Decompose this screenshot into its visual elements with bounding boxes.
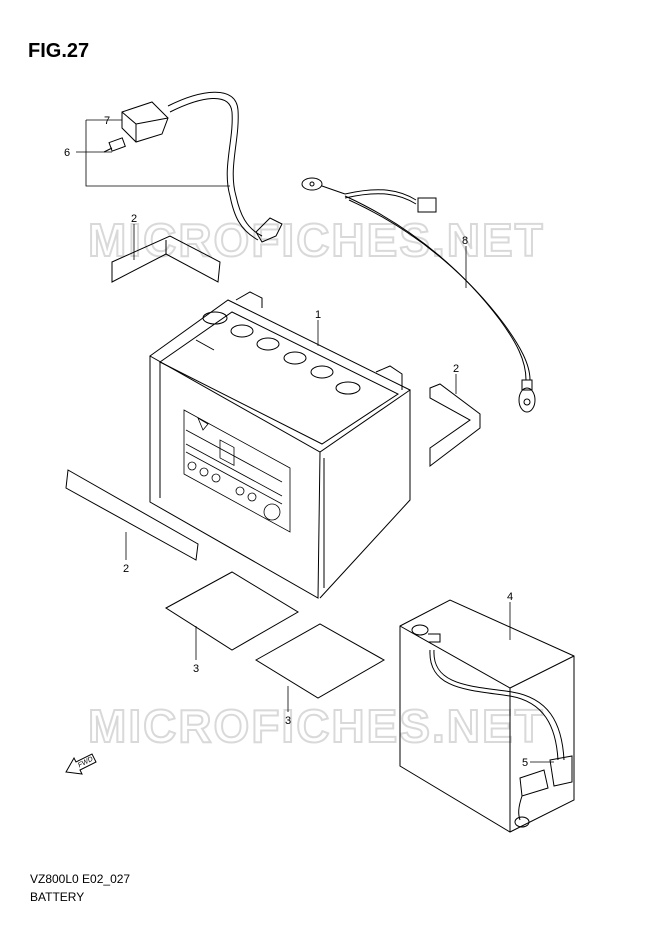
lead-wire: [301, 177, 536, 413]
battery-cable-box: [399, 599, 575, 833]
battery: [149, 291, 411, 599]
callout-1: 1: [315, 309, 321, 321]
fuse-holder-assembly: [103, 91, 283, 243]
forward-arrow-icon: FWD: [65, 753, 97, 775]
manual-left: [165, 571, 299, 651]
spacer-bottom: [65, 469, 199, 561]
leader-lines: [76, 119, 554, 763]
callout-3-left: 3: [193, 663, 199, 675]
callout-6: 6: [64, 147, 70, 159]
spacer-right: [429, 383, 481, 468]
figure-title: FIG.27: [28, 40, 90, 62]
callout-2-right: 2: [453, 363, 459, 375]
callout-7: 7: [104, 115, 110, 127]
diagram-name: BATTERY: [30, 890, 85, 904]
callout-5: 5: [522, 757, 528, 769]
watermark-top: MICROFICHES.NET: [88, 214, 545, 266]
callout-8: 8: [462, 235, 468, 247]
watermark-bottom: MICROFICHES.NET: [88, 700, 545, 752]
callout-3-right: 3: [285, 715, 291, 727]
diagram-code: VZ800L0 E02_027: [30, 872, 131, 886]
callout-2-bottom: 2: [123, 563, 129, 575]
manual-right: [255, 623, 386, 699]
callout-2-upper: 2: [131, 213, 137, 225]
spacer-upper-left: [111, 235, 221, 283]
callout-4: 4: [507, 591, 513, 603]
